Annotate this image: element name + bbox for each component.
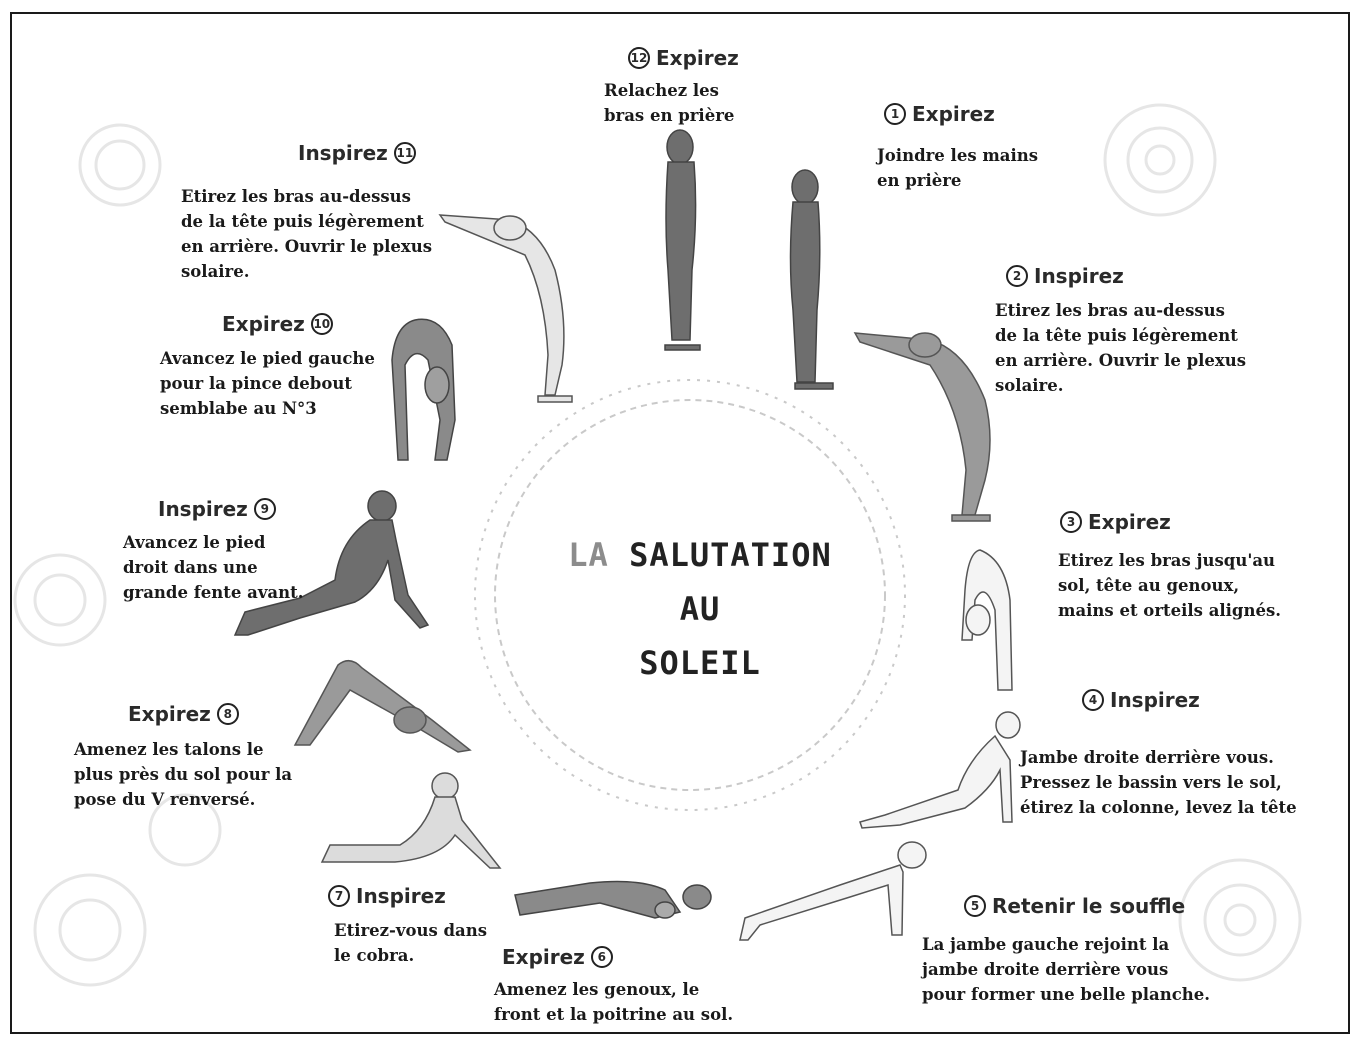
step-10-number: 10 (310, 313, 333, 335)
step-10-description: Avancez le pied gauche pour la pince deb… (160, 349, 375, 418)
step-12-heading: 12 Expirez (628, 46, 739, 70)
background-spirals (13, 103, 1302, 987)
step-4-description: Jambe droite derrière vous. Pressez le b… (1020, 748, 1297, 817)
step-1-heading: 1 Expirez (884, 102, 995, 126)
step-11-number: 11 (393, 142, 416, 164)
pose-2-figure (853, 332, 991, 522)
step-3-heading: 3 Expirez (1060, 510, 1171, 534)
step-6-heading: Expirez 6 (502, 945, 613, 969)
step-9-action: Inspirez (158, 497, 248, 521)
step-1-action: Expirez (912, 102, 995, 126)
step-5-number: 5 (964, 895, 986, 917)
step-6-action: Expirez (502, 945, 585, 969)
step-10-action: Expirez (222, 312, 305, 336)
title-salutation: SALUTATION (629, 536, 832, 574)
pose-9-figure (233, 490, 430, 636)
step-5-action: Retenir le souffle (992, 894, 1186, 918)
step-9-number: 9 (253, 498, 276, 520)
step-12-description: Relachez les bras en prière (604, 81, 735, 125)
pose-4-figure (859, 711, 1021, 829)
pose-10-figure (391, 318, 456, 461)
diagram-title: LA SALUTATION AU SOLEIL (540, 528, 860, 690)
pose-3-figure (961, 549, 1013, 691)
step-6-description: Amenez les genoux, le front et la poitri… (494, 980, 734, 1024)
step-11-description: Etirez les bras au-dessus de la tête pui… (181, 187, 433, 281)
pose-12-figure (664, 129, 701, 351)
step-1-description: Joindre les mains en prière (877, 146, 1039, 190)
title-prefix: LA (568, 536, 609, 574)
step-8-action: Expirez (128, 702, 211, 726)
step-5-description: La jambe gauche rejoint la jambe droite … (922, 935, 1210, 1004)
pose-11-figure (438, 214, 573, 403)
step-2-number: 2 (1006, 265, 1028, 287)
step-6-number: 6 (590, 946, 613, 968)
pose-8-figure (293, 659, 472, 753)
title-line-1: LA SALUTATION (540, 528, 860, 582)
step-3-description: Etirez les bras jusqu'au sol, tête au ge… (1058, 551, 1281, 620)
step-3-action: Expirez (1088, 510, 1171, 534)
step-1-number: 1 (884, 103, 906, 125)
step-11-heading: Inspirez 11 (298, 141, 416, 165)
pose-5-figure (739, 841, 927, 941)
pose-7-figure (320, 772, 502, 869)
step-7-action: Inspirez (356, 884, 446, 908)
step-2-heading: 2 Inspirez (1006, 264, 1124, 288)
step-5-heading: 5 Retenir le souffle (964, 894, 1185, 918)
step-9-description: Avancez le pied droit dans une grande fe… (123, 533, 304, 602)
step-12-number: 12 (628, 47, 650, 69)
step-7-number: 7 (328, 885, 350, 907)
title-line-2: AU (679, 590, 721, 628)
pose-1-figure (789, 169, 834, 390)
step-2-action: Inspirez (1034, 264, 1124, 288)
step-3-number: 3 (1060, 511, 1082, 533)
pose-6-figure (514, 880, 712, 919)
step-11-action: Inspirez (298, 141, 388, 165)
step-4-action: Inspirez (1110, 688, 1200, 712)
title-line-3: SOLEIL (639, 644, 761, 682)
step-2-description: Etirez les bras au-dessus de la tête pui… (995, 301, 1247, 395)
step-4-number: 4 (1082, 689, 1104, 711)
step-12-action: Expirez (656, 46, 739, 70)
step-9-heading: Inspirez 9 (158, 497, 276, 521)
step-8-description: Amenez les talons le plus près du sol po… (74, 740, 293, 809)
step-7-heading: 7 Inspirez (328, 884, 446, 908)
step-8-number: 8 (216, 703, 239, 725)
sun-ring (474, 379, 906, 811)
step-4-heading: 4 Inspirez (1082, 688, 1200, 712)
step-7-description: Etirez-vous dans le cobra. (334, 921, 488, 965)
step-10-heading: Expirez 10 (222, 312, 333, 336)
step-8-heading: Expirez 8 (128, 702, 239, 726)
